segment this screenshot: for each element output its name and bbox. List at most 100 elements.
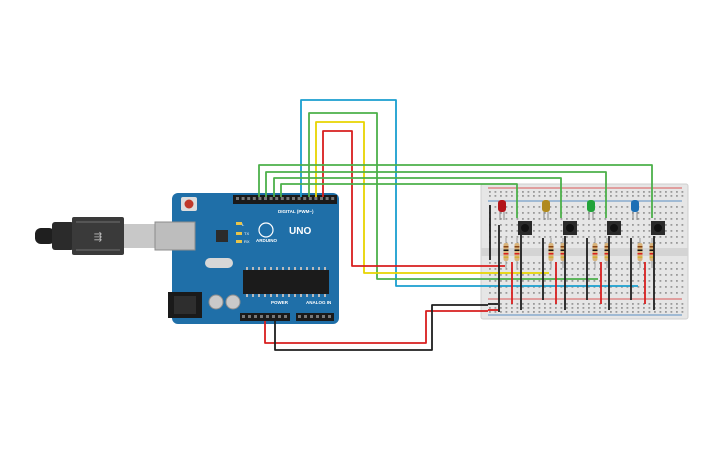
breadboard-hole (610, 218, 612, 220)
breadboard-hole (577, 262, 579, 264)
breadboard-hole (500, 212, 502, 214)
usb-plug-body (72, 217, 124, 255)
header-pin (252, 197, 256, 200)
resistor-3[interactable] (548, 238, 554, 268)
header-pin (248, 315, 251, 318)
wire-cyan[interactable] (300, 99, 638, 287)
breadboard-hole (533, 280, 535, 282)
breadboard-hole (626, 311, 629, 313)
breadboard-hole (654, 218, 656, 220)
wire-yellow[interactable] (315, 121, 549, 274)
led-blue[interactable] (631, 200, 639, 220)
breadboard-hole (516, 292, 519, 294)
breadboard-hole (676, 230, 678, 232)
breadboard-hole (522, 195, 524, 197)
wire-green-top-1[interactable] (258, 164, 653, 218)
wire-red[interactable] (322, 130, 505, 267)
breadboard-hole (626, 224, 629, 226)
breadboard-hole (500, 195, 502, 197)
breadboard-hole (676, 268, 678, 270)
breadboard-hole (637, 212, 640, 214)
breadboard-hole (654, 303, 656, 305)
resistor-5[interactable] (592, 238, 598, 268)
breadboard-hole (665, 268, 667, 270)
led-yellow[interactable] (542, 200, 550, 220)
pushbutton-2[interactable] (563, 221, 577, 235)
breadboard-hole (593, 195, 596, 197)
resistor-7[interactable] (637, 238, 643, 268)
breadboard-jumpers[interactable] (488, 205, 655, 312)
breadboard-hole (621, 311, 623, 313)
breadboard-hole (577, 218, 579, 220)
breadboard-hole (593, 218, 596, 220)
wire-green-top-4[interactable] (280, 183, 518, 218)
header-pin (320, 197, 323, 200)
resistor-band (604, 249, 610, 251)
analog-header[interactable] (296, 313, 334, 321)
breadboard-hole (555, 230, 557, 232)
breadboard-hole (555, 236, 557, 238)
breadboard-hole (621, 268, 623, 270)
pushbutton-4[interactable] (651, 221, 665, 235)
breadboard-hole (533, 224, 535, 226)
wires[interactable] (258, 99, 653, 351)
breadboard-hole (582, 191, 585, 193)
breadboard-hole (626, 230, 629, 232)
breadboard-hole (500, 262, 502, 264)
power-header[interactable] (240, 313, 290, 321)
breadboard-hole (533, 212, 535, 214)
breadboard-hole (522, 218, 524, 220)
breadboard-hole (494, 268, 497, 270)
arduino-uno-board[interactable]: L TX RX DIGITAL (PWM~) ARDUINO UNO POWER… (154, 193, 339, 324)
wire-green-long[interactable] (308, 112, 598, 280)
pushbutton-group[interactable] (518, 221, 665, 235)
breadboard-hole (610, 292, 612, 294)
reset-button-cap[interactable] (184, 199, 194, 209)
breadboard-hole (648, 311, 651, 313)
pushbutton-3[interactable] (607, 221, 621, 235)
breadboard-hole (571, 206, 574, 208)
breadboard-hole (681, 303, 684, 305)
wire-green-top-3[interactable] (273, 177, 562, 218)
breadboard-hole (566, 212, 568, 214)
usb-cable[interactable]: ⇶ (35, 217, 158, 255)
breadboard-hole (648, 230, 651, 232)
breadboard-hole (555, 242, 557, 244)
resistor-band (503, 256, 509, 258)
pushbutton-1[interactable] (518, 221, 532, 235)
breadboard-hole (626, 292, 629, 294)
breadboard-hole (643, 292, 645, 294)
breadboard-hole (511, 307, 513, 309)
breadboard-hole (615, 292, 618, 294)
breadboard-hole (648, 292, 651, 294)
breadboard-hole (643, 274, 645, 276)
led-group[interactable] (498, 200, 639, 220)
wire-gnd[interactable] (274, 304, 488, 351)
wire-green-top-2[interactable] (265, 171, 607, 218)
breadboard-hole (676, 191, 678, 193)
resistor-2[interactable] (514, 238, 520, 268)
breadboard-hole (676, 307, 678, 309)
model-label: UNO (289, 226, 311, 237)
breadboard-hole (670, 280, 673, 282)
breadboard-hole (500, 191, 502, 193)
breadboard-hole (560, 262, 563, 264)
breadboard-hole (494, 280, 497, 282)
breadboard-hole (566, 218, 568, 220)
digital-header[interactable] (233, 195, 337, 204)
breadboard-hole (571, 311, 574, 313)
breadboard-hole (643, 268, 645, 270)
resistor-1[interactable] (503, 238, 509, 268)
breadboard-hole (604, 224, 607, 226)
l-label: L (242, 222, 245, 227)
led-green[interactable] (587, 200, 595, 220)
breadboard-hole (610, 242, 612, 244)
rx-led (236, 240, 242, 243)
led-red[interactable] (498, 200, 506, 220)
breadboard-hole (505, 212, 508, 214)
wire-5v[interactable] (264, 310, 488, 344)
resistor-body (548, 243, 554, 261)
breadboard-hole (533, 218, 535, 220)
breadboard-hole (626, 307, 629, 309)
